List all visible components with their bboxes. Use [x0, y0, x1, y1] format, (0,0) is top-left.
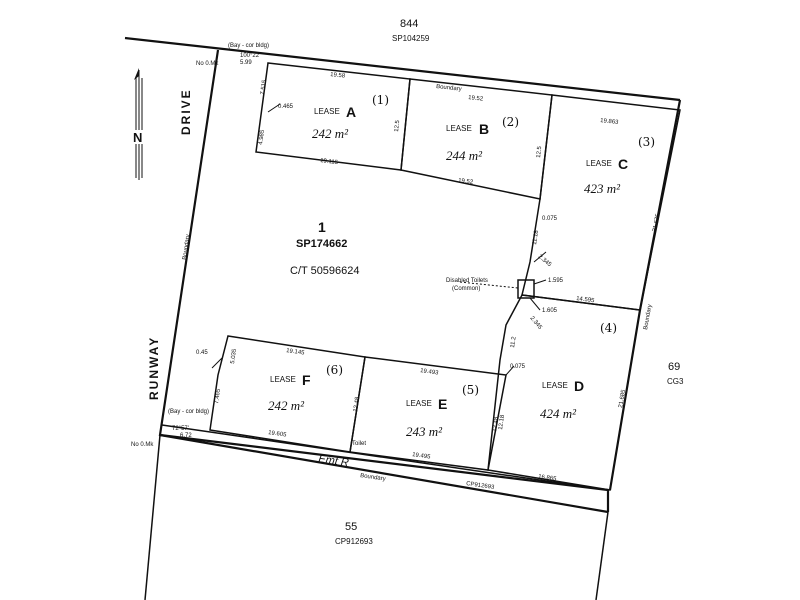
- lease-d-area: 424 m²: [540, 406, 577, 421]
- dim-label: 12.48: [353, 396, 361, 412]
- easement-label: Emt R: [318, 453, 350, 469]
- dim-label: 19.115: [320, 158, 339, 166]
- dim-label: 12.18: [498, 414, 506, 430]
- dim-label: 0.075: [542, 216, 558, 222]
- dim-label: 1.605: [542, 308, 558, 314]
- main-lot-title: C/T 50596624: [290, 265, 360, 277]
- dim-label: 19.493: [420, 368, 440, 377]
- toilet-label: Toilet: [352, 441, 366, 447]
- dim-label: 2.345: [537, 254, 553, 269]
- south-lot-number: 55: [345, 521, 357, 533]
- dim-label: 19.52: [458, 178, 474, 186]
- lease-a-word: LEASE: [314, 107, 340, 116]
- lease-b-hand-number: (2): [502, 115, 519, 129]
- dim-label: 19.495: [412, 452, 432, 461]
- dim-label: 6.72: [180, 433, 192, 439]
- dim-label: 12.5: [394, 119, 401, 132]
- north-arrow-icon: N: [132, 68, 146, 180]
- lease-e-hand-number: (5): [462, 383, 479, 397]
- dim-label: 12.48: [492, 416, 500, 432]
- dim-label: 19.52: [468, 95, 484, 103]
- dim-label: 21.675: [652, 213, 662, 233]
- north-lot-number: 844: [400, 18, 418, 30]
- dim-label: 11.18: [532, 229, 540, 245]
- dim-label: 0.075: [510, 364, 526, 370]
- dim-label: 0.465: [278, 104, 294, 110]
- boundary-left-label: Boundary: [182, 234, 192, 260]
- disabled-toilets-label: Disabled Toilets: [446, 278, 488, 284]
- lease-c-hand-number: (3): [638, 135, 655, 149]
- lease-d-outline: [487, 294, 641, 491]
- lot-boundary: [124, 36, 682, 600]
- lease-b-area: 244 m²: [446, 148, 483, 163]
- lease-d-hand-number: (4): [600, 321, 617, 335]
- south-lot-plan: CP912693: [335, 537, 373, 546]
- dim-label: 12.5: [536, 145, 543, 158]
- lease-e-letter: E: [438, 396, 447, 412]
- lease-a-outline: [255, 62, 411, 171]
- dim-label: 1.595: [548, 278, 564, 284]
- dim-label: 7.465: [214, 388, 222, 404]
- road-drive-label: DRIVE: [179, 88, 193, 135]
- lease-a-area: 242 m²: [312, 126, 349, 141]
- no-mark-top: No 0.Mk: [196, 61, 219, 67]
- lease-c-word: LEASE: [586, 159, 612, 168]
- bottom-plan-label: CP912693: [466, 481, 496, 491]
- easement-line: [161, 424, 609, 491]
- lease-b-word: LEASE: [446, 124, 472, 133]
- road-runway-label: RUNWAY: [147, 336, 161, 400]
- dim-label: 5.99: [240, 60, 252, 66]
- leader-lines: [211, 103, 547, 376]
- lease-a-hand-number: (1): [372, 93, 389, 107]
- lease-f-word: LEASE: [270, 375, 296, 384]
- lease-d-letter: D: [574, 378, 584, 394]
- lease-c-outline: [521, 94, 681, 311]
- lease-e-word: LEASE: [406, 399, 432, 408]
- lease-f-area: 242 m²: [268, 398, 305, 413]
- lease-f-outline: [209, 335, 366, 453]
- dim-label: 0.45: [196, 350, 208, 356]
- lease-f-letter: F: [302, 372, 311, 388]
- east-lot-number: 69: [668, 361, 680, 373]
- lease-e-area: 243 m²: [406, 424, 443, 439]
- lease-c-letter: C: [618, 156, 628, 172]
- dim-label: 19.58: [330, 72, 346, 80]
- boundary-right-label: Boundary: [643, 304, 653, 330]
- lease-b-letter: B: [479, 121, 489, 137]
- lease-d-word: LEASE: [542, 381, 568, 390]
- dim-label: 19.863: [600, 118, 620, 126]
- lease-a-letter: A: [346, 104, 356, 120]
- disabled-toilets-box: [517, 279, 535, 299]
- north-label: N: [133, 130, 142, 145]
- dim-label: 11.2: [510, 336, 518, 349]
- east-lot-plan: CG3: [667, 377, 684, 386]
- lease-c-area: 423 m²: [584, 181, 621, 196]
- lease-f-hand-number: (6): [326, 363, 343, 377]
- bay-top-label: (Bay - cor bldg): [228, 43, 269, 49]
- boundary-top-label: Boundary: [436, 84, 462, 93]
- dim-label: 19.145: [286, 348, 306, 357]
- boundary-bottom-label: Boundary: [360, 473, 386, 483]
- bay-bottom-label: (Bay - cor bldg): [168, 409, 209, 415]
- dim-label: 19.605: [268, 430, 288, 439]
- common-label: (Common): [452, 286, 480, 292]
- dim-label: 16.865: [538, 474, 558, 483]
- dim-label: 14.595: [576, 296, 596, 304]
- dim-label: 21.685: [618, 389, 627, 409]
- main-lot-plan: SP174662: [296, 238, 347, 250]
- dim-label: 4.985: [258, 129, 266, 145]
- bay-bottom-value: 72°57': [172, 426, 189, 432]
- main-lot-number: 1: [318, 219, 326, 235]
- dim-label: 5.035: [230, 348, 238, 364]
- dimension-labels: 5.99 19.58 19.52 19.863 7.515 0.465 4.98…: [180, 60, 662, 483]
- north-lot-plan: SP104259: [392, 34, 430, 43]
- dim-label: 7.515: [260, 79, 268, 95]
- bay-top-value: 100°22': [240, 53, 260, 59]
- dim-label: 2.345: [528, 315, 543, 331]
- no-mark-bottom: No 0.Mk: [131, 442, 154, 448]
